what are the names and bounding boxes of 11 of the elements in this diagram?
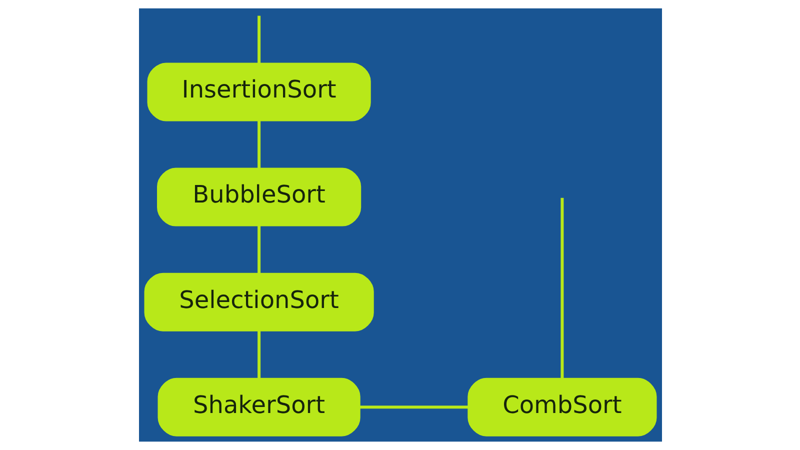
connector: [257, 330, 260, 378]
connector: [257, 226, 260, 274]
node-box: SelectionSort: [144, 272, 374, 332]
node-box: CombSort: [467, 378, 656, 436]
node-box: InsertionSort: [146, 62, 370, 122]
node-box: BubbleSort: [156, 168, 361, 226]
connector: [360, 406, 468, 409]
connector: [257, 120, 260, 168]
connector: [257, 16, 260, 64]
node-box: ShakerSort: [157, 378, 360, 436]
connector: [560, 198, 564, 378]
